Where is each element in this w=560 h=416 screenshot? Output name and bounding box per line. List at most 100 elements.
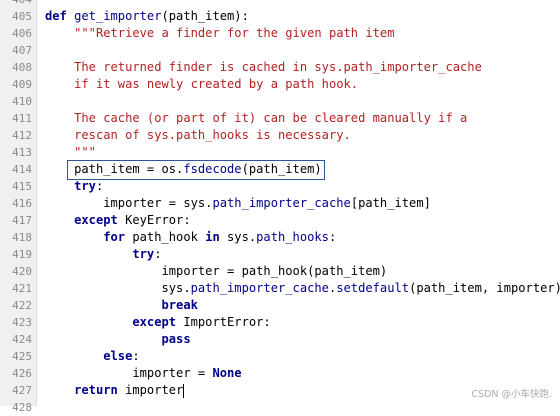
line-number: 427 [12,384,32,397]
code-token [45,315,132,329]
line-number: 421 [12,282,32,295]
code-token: else [103,349,133,363]
code-line[interactable]: 427 return importer [0,382,560,399]
code-token: The cache (or part of it) can be cleared… [45,111,468,125]
line-number: 424 [12,333,32,346]
line-number: 418 [12,231,32,244]
code-text: if it was newly created by a path hook. [45,76,358,93]
code-token: ImportError: [176,315,271,329]
code-line[interactable]: 414 path_item = os.fsdecode(path_item) [0,161,560,178]
code-token: rescan of sys.path_hooks is necessary. [45,128,351,142]
line-number: 406 [12,27,32,40]
code-text: pass [45,331,191,348]
code-text: rescan of sys.path_hooks is necessary. [45,127,351,144]
line-number: 408 [12,61,32,74]
code-token: for [103,230,126,244]
code-token: """ [45,145,96,159]
code-text: else: [45,348,140,365]
line-number-gutter [0,0,37,406]
code-token: path_hook [125,230,206,244]
code-token: """Retrieve a finder for the given path … [45,26,395,40]
code-line[interactable]: 409 if it was newly created by a path ho… [0,76,560,93]
code-token: except [74,213,118,227]
code-token: : [95,179,104,193]
code-text: def get_importer(path_item): [45,8,249,25]
code-line[interactable]: 417 except KeyError: [0,212,560,229]
code-line[interactable]: 410 [0,93,560,110]
code-token [45,298,162,312]
code-token: path_item = os. [45,162,184,176]
code-token: path_importer_cache [212,196,351,210]
line-number: 426 [12,367,32,380]
code-token [45,179,74,193]
watermark: CSDN @小车快跑. [471,389,552,400]
code-token: path_importer_cache [190,281,329,295]
line-number: 404 [0,0,32,8]
code-line[interactable]: 413 """ [0,144,560,161]
code-token: (path_item) [241,162,322,176]
code-token [45,230,103,244]
line-number: 420 [12,265,32,278]
code-token: KeyError: [117,213,191,227]
text-cursor [183,383,185,398]
code-token: if it was newly created by a path hook. [45,77,359,91]
code-line[interactable]: 406 """Retrieve a finder for the given p… [0,25,560,42]
code-token: . [328,281,337,295]
code-token: importer = sys. [45,196,213,210]
code-token: sys. [219,230,257,244]
code-token: (path_item, importer) [409,281,560,295]
code-token: [path_item] [350,196,431,210]
code-text: importer = sys.path_importer_cache[path_… [45,195,431,212]
code-text: for path_hook in sys.path_hooks: [45,229,336,246]
code-line[interactable]: 419 try: [0,246,560,263]
code-text: importer = None [45,365,242,382]
selection-highlight-box [67,160,325,180]
code-token: importer [117,383,184,397]
code-token: return [74,383,118,397]
code-text: try: [45,178,103,195]
code-token: fsdecode [183,162,242,176]
code-line[interactable]: 425 else: [0,348,560,365]
code-line[interactable]: 411 The cache (or part of it) can be cle… [0,110,560,127]
code-line[interactable]: 421 sys.path_importer_cache.setdefault(p… [0,280,560,297]
code-token [45,332,162,346]
code-line[interactable]: 405 def get_importer(path_item): [0,8,560,25]
code-line[interactable]: 418 for path_hook in sys.path_hooks: [0,229,560,246]
code-line[interactable]: 416 importer = sys.path_importer_cache[p… [0,195,560,212]
code-token: The returned finder is cached in sys.pat… [45,60,482,74]
code-token: None [212,366,242,380]
code-text: sys.path_importer_cache.setdefault(path_… [45,280,560,297]
line-number: 405 [12,10,32,23]
line-number: 425 [12,350,32,363]
line-number: 414 [12,163,32,176]
code-line[interactable]: 407 [0,42,560,59]
code-text: The cache (or part of it) can be cleared… [45,110,467,127]
code-token [45,383,74,397]
line-number: 407 [12,44,32,57]
code-token: in [205,230,220,244]
code-token: get_importer [74,9,162,23]
code-text: importer = path_hook(path_item) [45,263,387,280]
code-token: importer = [45,366,213,380]
code-token [45,349,103,363]
code-line[interactable]: 412 rescan of sys.path_hooks is necessar… [0,127,560,144]
code-line[interactable]: 404 [0,0,560,8]
code-token [45,247,132,261]
code-token: : [154,247,162,261]
code-line[interactable]: 426 importer = None [0,365,560,382]
code-line[interactable]: 422 break [0,297,560,314]
code-token: except [132,315,177,329]
line-number: 417 [12,214,32,227]
code-line[interactable]: 424 pass [0,331,560,348]
code-token: : [132,349,140,363]
code-text: return importer [45,382,185,399]
code-line[interactable]: 420 importer = path_hook(path_item) [0,263,560,280]
line-number: 416 [12,197,32,210]
code-line[interactable]: 428 [0,399,560,416]
code-line[interactable]: 423 except ImportError: [0,314,560,331]
code-line[interactable]: 415 try: [0,178,560,195]
code-text: """Retrieve a finder for the given path … [45,25,395,42]
code-line[interactable]: 408 The returned finder is cached in sys… [0,59,560,76]
code-token: : [328,230,337,244]
